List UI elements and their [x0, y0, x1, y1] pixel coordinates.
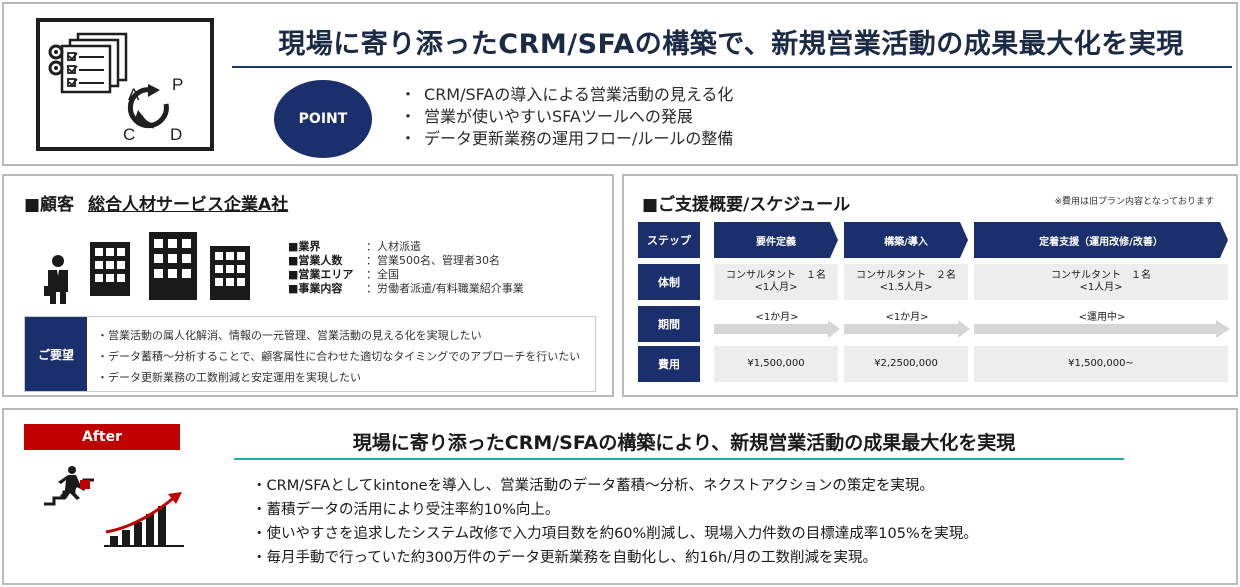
point-list: CRM/SFAの導入による営業活動の見える化 営業が使いやすいSFAツールへの発…	[400, 84, 733, 150]
after-panel: After 現場に寄り添ったCRM/SFAの構築により、新規営業活動の成果最大化…	[2, 408, 1238, 585]
after-title-underline	[234, 458, 1124, 460]
request-box: ご要望 営業活動の属人化解消、情報の一元管理、営業活動の見える化を実現したい デ…	[24, 316, 596, 392]
point-badge: POINT	[274, 80, 372, 158]
request-item: データ更新業務の工数削減と安定運用を実現したい	[97, 367, 580, 388]
team-consultants: コンサルタント ２名	[856, 270, 956, 281]
result-item: 毎月手動で行っていた約300万件のデータ更新業務を自動化し、約16h/月の工数削…	[252, 546, 978, 570]
arrow-right-icon	[844, 320, 970, 338]
cost-value: ¥2,2500,000	[874, 358, 938, 369]
customer-heading-label: ■顧客	[24, 195, 75, 215]
schedule-panel: ■ご支援概要/スケジュール ※費用は旧プラン内容となっております ステップ 体制…	[622, 174, 1238, 397]
row-label-team: 体制	[638, 264, 700, 300]
pdca-p-letter: P	[172, 75, 183, 94]
growth-illustration	[44, 466, 184, 547]
building-illustration	[44, 230, 259, 305]
period-label: <1か月>	[755, 312, 799, 323]
point-item: データ更新業務の運用フロー/ルールの整備	[400, 128, 733, 150]
request-list: 営業活動の属人化解消、情報の一元管理、営業活動の見える化を実現したい データ蓄積…	[97, 325, 580, 388]
customer-info: ■業界 ：人材派遣 ■営業人数 ：営業500名、管理者30名 ■営業エリア ：全…	[288, 240, 596, 296]
growth-chart-icon	[104, 492, 184, 547]
customer-name: 総合人材サービス企業A社	[88, 195, 289, 215]
row-label-period: 期間	[638, 306, 700, 342]
checklist-icon: P A C D	[48, 32, 183, 144]
team-consultants: コンサルタント １名	[1051, 270, 1151, 281]
team-effort: <1人月>	[754, 282, 798, 293]
result-item: CRM/SFAとしてkintoneを導入し、営業活動のデータ蓄積～分析、ネクスト…	[252, 474, 978, 498]
monitor-icon: P A C D	[36, 18, 214, 151]
request-label: ご要望	[25, 317, 87, 391]
info-key-industry: ■業界	[288, 240, 321, 253]
arrow-right-icon	[714, 320, 840, 338]
period-cell: <1か月>	[714, 306, 840, 342]
info-key-business: ■事業内容	[288, 282, 343, 295]
period-label: <運用中>	[1078, 312, 1126, 323]
request-item: データ蓄積～分析することで、顧客属性に合わせた適切なタイミングでのアプローチを行…	[97, 346, 580, 367]
arrow-right-icon	[974, 320, 1230, 338]
customer-heading: ■顧客総合人材サービス企業A社	[24, 190, 288, 215]
schedule-heading: ■ご支援概要/スケジュール	[642, 195, 851, 215]
team-cell: コンサルタント １名 <1人月>	[974, 264, 1228, 300]
summary-title: 現場に寄り添ったCRM/SFAの構築で、新規営業活動の成果最大化を実現	[278, 29, 1184, 60]
result-item: 使いやすさを追求したシステム改修で入力項目数を約60%削減し、現場入力件数の目標…	[252, 522, 978, 546]
after-title: 現場に寄り添ったCRM/SFAの構築により、新規営業活動の成果最大化を実現	[352, 432, 1016, 454]
info-value-industry: ：人材派遣	[366, 240, 421, 253]
period-cell: <運用中>	[974, 306, 1230, 342]
info-value-business: ：労働者派遣/有料職業紹介事業	[366, 282, 524, 295]
cost-cell: ¥1,500,000	[714, 346, 838, 382]
pdca-d-letter: D	[170, 125, 182, 144]
request-item: 営業活動の属人化解消、情報の一元管理、営業活動の見える化を実現したい	[97, 325, 580, 346]
title-underline	[232, 66, 1232, 68]
step-support: 定着支援（運用改修/改善）	[974, 222, 1228, 258]
team-cell: コンサルタント ２名 <1.5人月>	[844, 264, 968, 300]
summary-panel: P A C D 現場に寄り添ったCRM/SFAの構築で、新規営業活動の成果最大化…	[2, 2, 1238, 166]
point-item: 営業が使いやすいSFAツールへの発展	[400, 106, 733, 128]
result-item: 蓄積データの活用により受注率約10%向上。	[252, 498, 978, 522]
row-label-cost: 費用	[638, 346, 700, 382]
period-cell: <1か月>	[844, 306, 970, 342]
team-consultants: コンサルタント １名	[726, 270, 826, 281]
info-key-sales-count: ■営業人数	[288, 254, 343, 267]
customer-panel: ■顧客総合人材サービス企業A社	[2, 174, 614, 397]
period-label: <1か月>	[885, 312, 929, 323]
after-tag: After	[24, 424, 180, 450]
businessman-icon	[44, 255, 68, 304]
point-item: CRM/SFAの導入による営業活動の見える化	[400, 84, 733, 106]
team-effort: <1.5人月>	[879, 282, 933, 293]
step-build: 構築/導入	[844, 222, 968, 258]
info-value-sales-area: ：全国	[366, 268, 399, 281]
step-requirements: 要件定義	[714, 222, 838, 258]
cost-note: ※費用は旧プラン内容となっております	[1054, 197, 1214, 207]
team-cell: コンサルタント １名 <1人月>	[714, 264, 838, 300]
pdca-cycle-icon	[127, 84, 169, 129]
after-results-list: CRM/SFAとしてkintoneを導入し、営業活動のデータ蓄積～分析、ネクスト…	[252, 474, 978, 570]
cost-value: ¥1,500,000	[747, 358, 805, 369]
team-effort: <1人月>	[1079, 282, 1123, 293]
pdca-a-letter: A	[128, 85, 140, 104]
cost-value: ¥1,500,000~	[1068, 358, 1134, 369]
pdca-c-letter: C	[123, 125, 135, 144]
cost-cell: ¥2,2500,000	[844, 346, 968, 382]
info-value-sales-count: ：営業500名、管理者30名	[366, 254, 500, 267]
running-stairs-icon	[44, 466, 94, 506]
row-label-step: ステップ	[638, 222, 700, 258]
info-key-sales-area: ■営業エリア	[288, 268, 354, 281]
cost-cell: ¥1,500,000~	[974, 346, 1228, 382]
